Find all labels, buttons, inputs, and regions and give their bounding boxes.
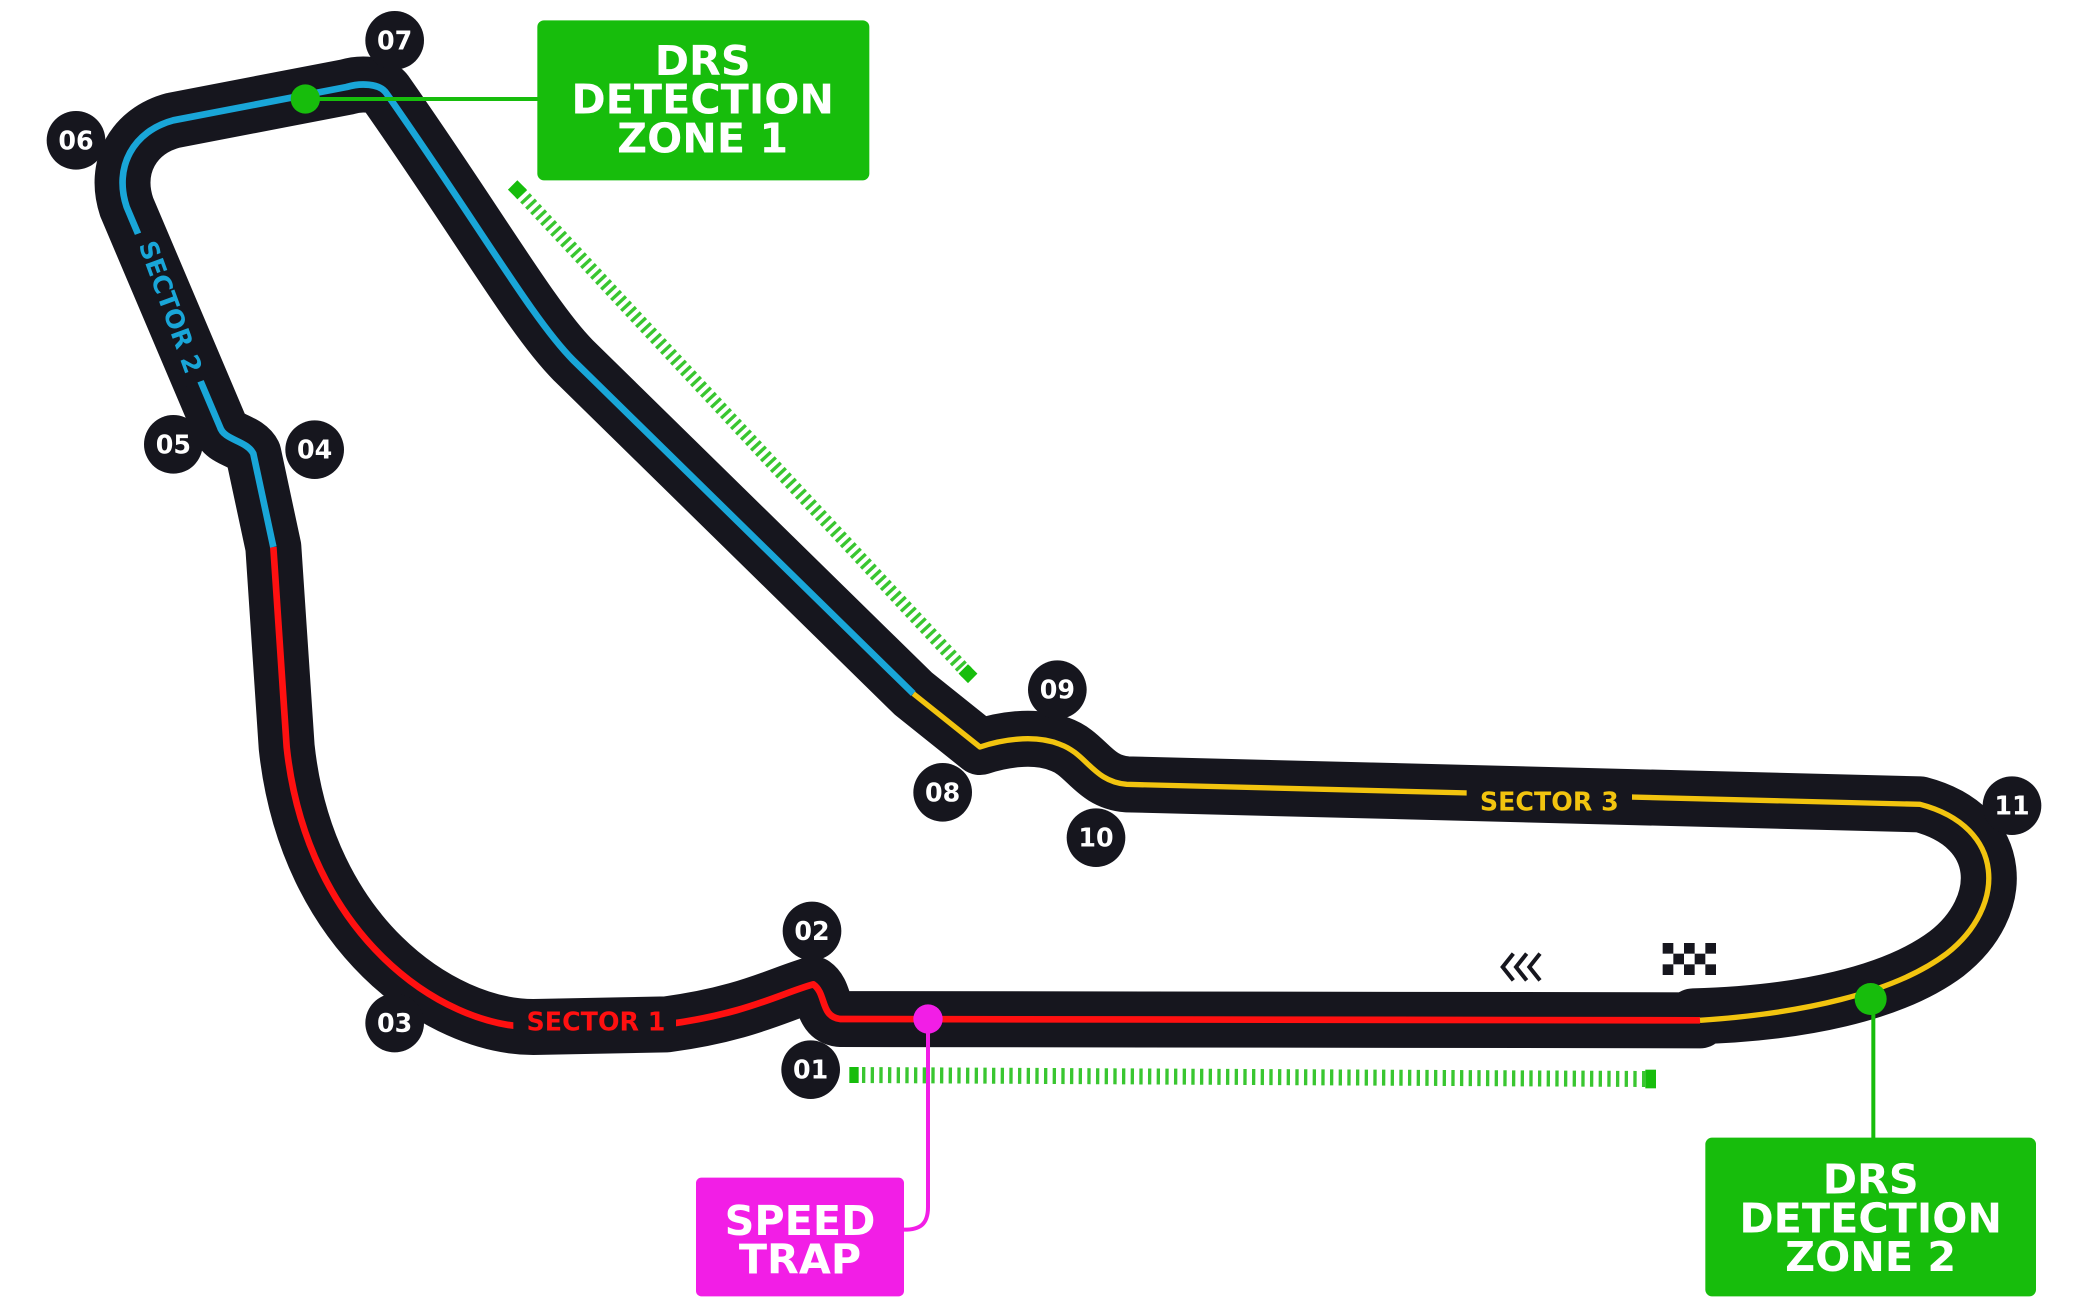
turn-number: 07 [377,25,412,55]
turn-marker-2: 02 [782,901,842,961]
svg-text:DRS: DRS [1823,1156,1919,1204]
track [94,56,2017,1055]
turn-number: 08 [925,777,960,807]
speed-trap-point [913,1004,943,1034]
turn-number: 09 [1040,675,1075,705]
svg-text:DETECTION: DETECTION [1739,1194,2002,1242]
turn-number: 01 [793,1055,828,1085]
svg-text:SPEED: SPEED [725,1197,876,1245]
turn-number: 02 [794,916,829,946]
turn-marker-4: 04 [285,420,344,479]
turn-marker-11: 11 [1982,776,2042,835]
sector-3-label: SECTOR 3 [1480,787,1619,817]
sector-2-line [119,81,916,697]
svg-text:TRAP: TRAP [739,1236,861,1284]
turn-marker-5: 05 [144,415,203,474]
svg-text:ZONE 1: ZONE 1 [617,114,788,162]
drs-zone-1-marker [507,180,978,684]
drs-detection-zone-2-label: DRS DETECTION ZONE 2 [1705,1137,2036,1297]
turn-marker-3: 03 [365,993,424,1053]
turn-number: 06 [58,125,93,155]
svg-text:DETECTION: DETECTION [571,76,834,124]
turn-marker-7: 07 [365,11,424,70]
turn-number: 10 [1078,823,1113,853]
chevrons-left-icon [1500,952,1542,982]
turn-marker-8: 08 [913,763,972,822]
turn-number: 05 [156,429,191,459]
turn-marker-10: 10 [1066,808,1126,867]
turn-number: 11 [1994,791,2029,821]
checkered-flag-icon [1662,943,1716,975]
drs-detection-point-1 [290,84,320,114]
turn-number: 04 [297,435,332,465]
drs-zone-2-marker [849,1067,1656,1089]
turn-marker-6: 06 [46,111,106,170]
turn-number: 03 [377,1008,412,1038]
sector-1-label: SECTOR 1 [527,1007,666,1037]
drs-detection-point-2 [1854,983,1887,1015]
svg-text:DRS: DRS [655,37,751,85]
turn-marker-1: 01 [781,1040,840,1099]
svg-text:ZONE 2: ZONE 2 [1785,1233,1956,1281]
drs-detection-zone-1-label: DRS DETECTION ZONE 1 [537,20,870,181]
speed-trap-label: SPEED TRAP [696,1177,904,1297]
turn-marker-9: 09 [1028,660,1087,719]
